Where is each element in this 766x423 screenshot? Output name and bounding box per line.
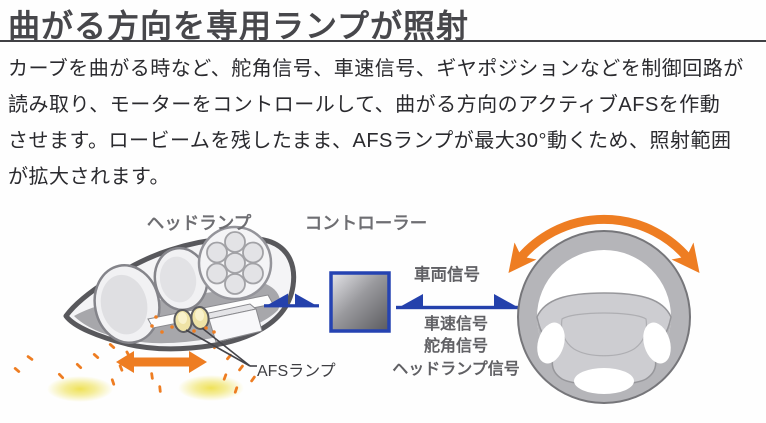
diagram-illustration [13, 214, 700, 404]
swivel-arrow [116, 351, 207, 373]
controller-box [329, 271, 391, 333]
page-title: 曲がる方向を専用ランプが照射 [8, 8, 470, 44]
light-glow [47, 375, 244, 402]
signal-arrow-left [264, 293, 319, 308]
signal-item: ヘッドランプ信号 [392, 360, 520, 378]
controller-label: コントローラー [304, 213, 428, 233]
headlamp-label: ヘッドランプ [146, 213, 252, 233]
signal-arrow-right [396, 294, 521, 310]
light-ray-dashes [13, 342, 256, 394]
projector-lens-large [93, 264, 161, 344]
paragraph-line: 読み取り、モーターをコントロールして、曲がる方向のアクティブAFSを作動 [8, 94, 721, 116]
headlamp-illustration [63, 225, 297, 352]
signal-list: 車速信号 舵角信号 ヘッドランプ信号 [385, 314, 527, 381]
projector-lens-mid [153, 246, 209, 312]
vehicle-signal-label: 車両信号 [414, 266, 480, 284]
lamp-housing-box [202, 303, 263, 343]
paragraph-line: が拡大されます。 [8, 166, 170, 188]
body-text: カーブを曲がる時など、舵角信号、車速信号、ギヤポジションなどを制御回路が 読み取… [8, 51, 744, 195]
afs-label-leader-line [185, 327, 257, 367]
paragraph-line: させます。ロービームを残したまま、AFSランプが最大30°動くため、照射範囲 [8, 130, 732, 152]
multi-lamp-cluster [197, 225, 273, 301]
rotation-arrow [508, 214, 700, 274]
sparkle-dots [150, 315, 216, 334]
afs-system-diagram: ヘッドランプ コントローラー 車両信号 車速信号 舵角信号 ヘッドランプ信号 A… [0, 200, 766, 423]
signal-item: 舵角信号 [423, 338, 488, 356]
title-underline [0, 40, 766, 42]
steering-wheel [517, 230, 691, 404]
paragraph-line: カーブを曲がる時など、舵角信号、車速信号、ギヤポジションなどを制御回路が [8, 58, 744, 80]
signal-item: 車速信号 [423, 316, 488, 333]
afs-lamp-label: AFSランプ [257, 363, 336, 380]
afs-lamps [173, 306, 210, 333]
